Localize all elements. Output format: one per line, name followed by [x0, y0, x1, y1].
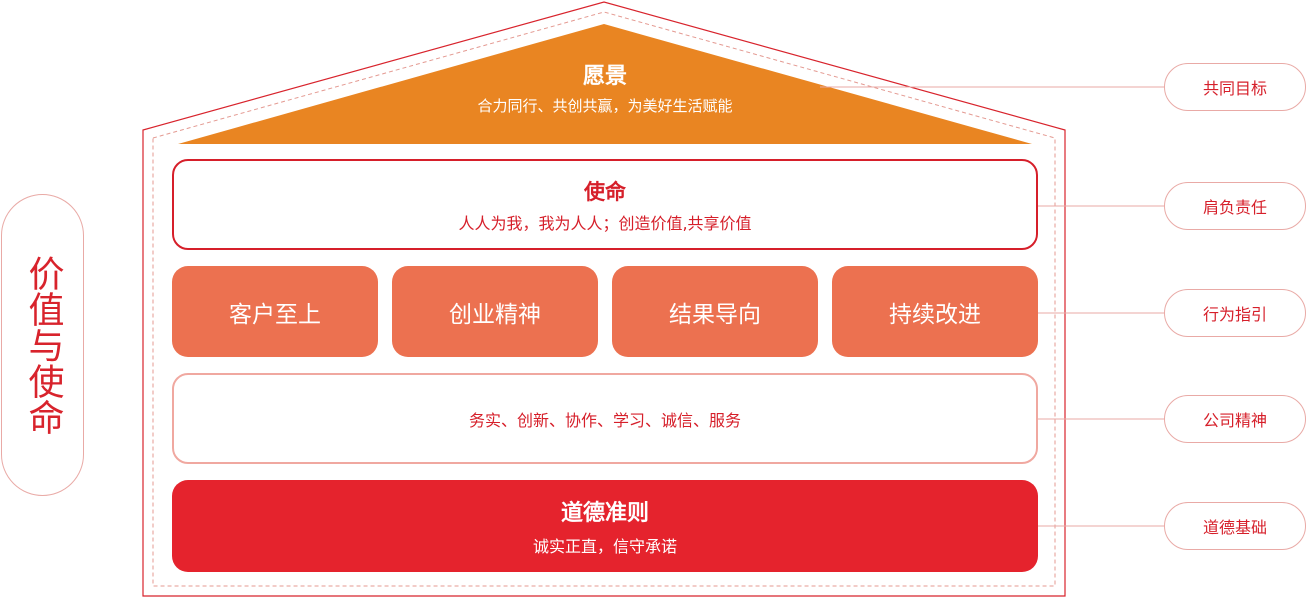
house-outline-outer: [142, 1, 1066, 597]
roof-triangle: [178, 24, 1032, 144]
tag-company-spirit: 公司精神: [1164, 395, 1306, 443]
house-outline-inner: [152, 11, 1056, 587]
ethics-box: 道德准则 诚实正直，信守承诺: [172, 480, 1038, 572]
spirit-box: 务实、创新、协作、学习、诚信、服务: [172, 373, 1038, 464]
mission-subtitle: 人人为我，我为人人；创造价值,共享价值: [458, 213, 752, 233]
value-box-results: 结果导向: [612, 266, 818, 357]
side-label-pill: 价值与使命: [1, 194, 84, 496]
vision-title: 愿景: [582, 64, 627, 89]
mission-box: 使命 人人为我，我为人人；创造价值,共享价值: [172, 159, 1038, 250]
ethics-subtitle: 诚实正直，信守承诺: [532, 537, 677, 556]
tag-shared-goal: 共同目标: [1164, 63, 1306, 111]
tag-behavior-guide: 行为指引: [1164, 289, 1306, 337]
value-box-customer: 客户至上: [172, 266, 378, 357]
side-label: 价值与使命: [22, 255, 64, 435]
tag-responsibility: 肩负责任: [1164, 182, 1306, 230]
vision-subtitle: 合力同行、共创共赢，为美好生活赋能: [477, 97, 733, 115]
ethics-title: 道德准则: [560, 501, 649, 526]
spirit-subtitle: 务实、创新、协作、学习、诚信、服务: [468, 410, 741, 430]
value-box-entrepreneurship: 创业精神: [392, 266, 598, 357]
value-box-improvement: 持续改进: [832, 266, 1038, 357]
tag-ethics-foundation: 道德基础: [1164, 502, 1306, 550]
mission-title: 使命: [584, 179, 626, 204]
